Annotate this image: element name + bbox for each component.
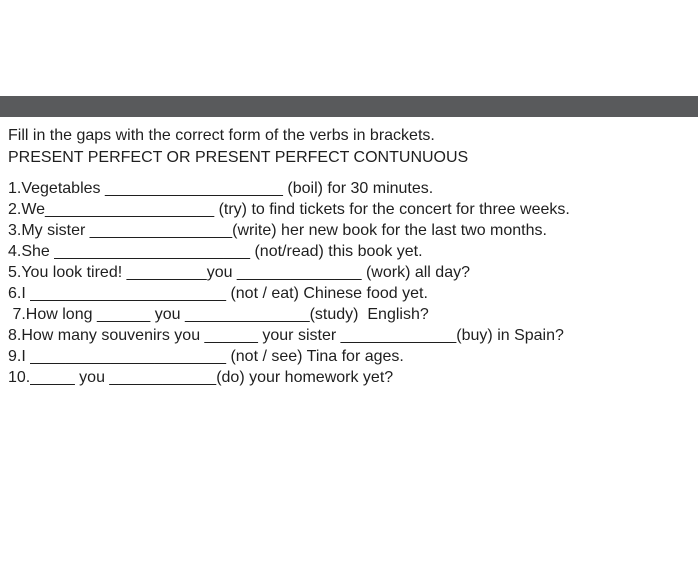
exercise-item-6: 6.I ______________________ (not / eat) C… [8,285,428,302]
worksheet-title: PRESENT PERFECT OR PRESENT PERFECT CONTU… [8,149,469,166]
exercise-item-4: 4.She ______________________ (not/read) … [8,243,423,260]
exercise-list: 1.Vegetables ____________________ (boil)… [8,178,698,388]
worksheet-content: Fill in the gaps with the correct form o… [8,125,698,388]
header-bar [0,96,698,117]
instruction-text: Fill in the gaps with the correct form o… [8,127,435,144]
exercise-item-10: 10._____ you ____________(do) your homew… [8,369,394,386]
exercise-item-1: 1.Vegetables ____________________ (boil)… [8,180,434,197]
exercise-item-8: 8.How many souvenirs you ______ your sis… [8,327,564,344]
exercise-item-3: 3.My sister ________________(write) her … [8,222,547,239]
exercise-item-2: 2.We___________________ (try) to find ti… [8,201,570,218]
exercise-item-7: 7.How long ______ you ______________(stu… [8,306,429,323]
exercise-item-9: 9.I ______________________ (not / see) T… [8,348,404,365]
exercise-item-5: 5.You look tired! _________you _________… [8,264,470,281]
